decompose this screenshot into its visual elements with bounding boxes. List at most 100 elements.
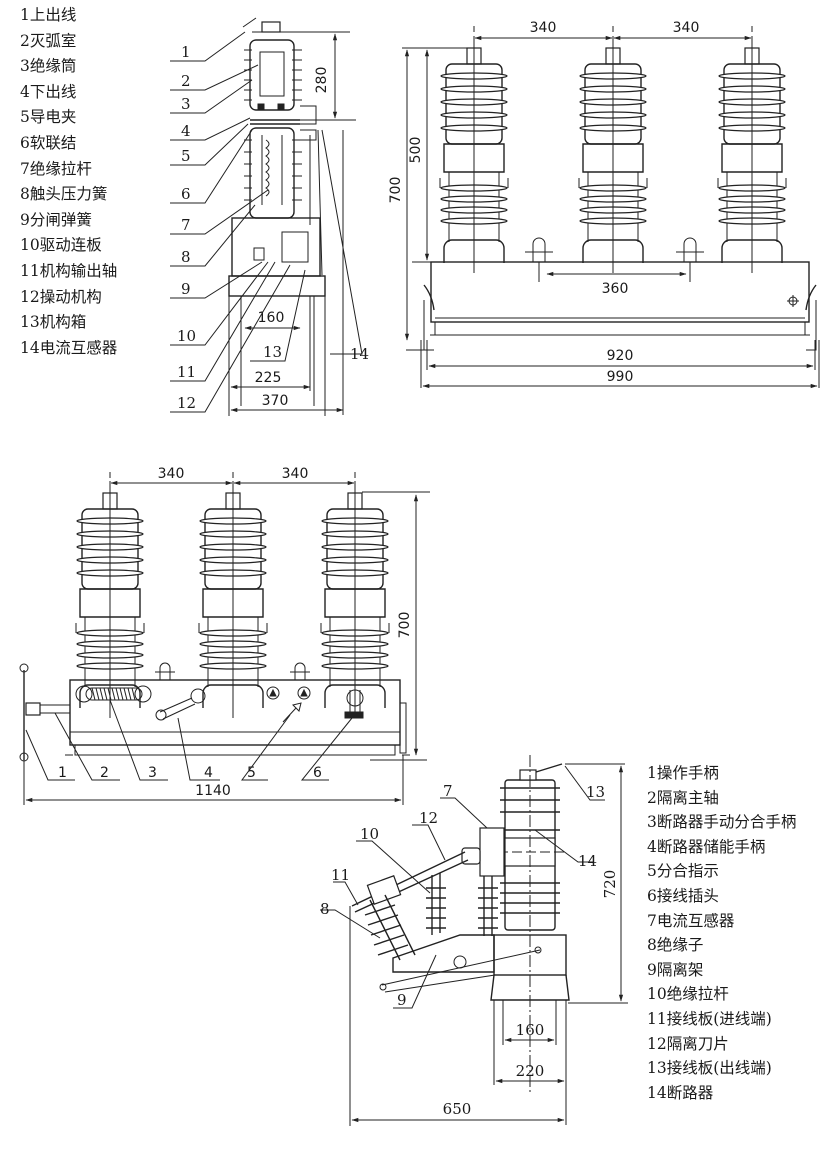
legend-item: 9隔离架: [647, 960, 704, 979]
pole: [75, 481, 145, 718]
current-transformer: [479, 827, 505, 877]
callout-4: 4: [181, 122, 191, 140]
callout-8: 8: [181, 248, 191, 266]
dim-700-top: 700: [388, 177, 404, 204]
callout-13: 13: [586, 783, 605, 801]
legend-item: 8绝缘子: [647, 936, 704, 955]
callout-1: 1: [58, 765, 67, 781]
lower-insulator: [249, 127, 295, 219]
isolator-side-view-drawing: 720 160 220 650 7 12 10 11 8 9 13 14: [320, 755, 628, 1126]
indicator-close: [297, 686, 311, 700]
legend-item: 6接线插头: [647, 886, 719, 905]
callout-2: 2: [181, 72, 191, 90]
legend-item: 5分合指示: [647, 862, 719, 881]
callout-11: 11: [177, 363, 196, 381]
dim-500: 500: [408, 137, 424, 164]
legend-item: 1上出线: [20, 6, 77, 24]
insulators: [364, 873, 498, 961]
callout-leaders: [320, 765, 605, 1009]
dim-1140: 1140: [195, 783, 231, 799]
legend-item: 5导电夹: [20, 108, 77, 127]
charging-handle: [159, 697, 196, 720]
indicator-open: [266, 686, 280, 700]
legend-item: 13接线板(出线端): [647, 1059, 772, 1078]
upper-insulator: [249, 39, 295, 111]
legend-item: 2隔离主轴: [647, 788, 719, 807]
callout-6: 6: [313, 765, 322, 781]
legend-item: 14断路器: [647, 1083, 714, 1102]
callout-leaders: [25, 699, 353, 781]
mechanism-box: [231, 217, 321, 277]
front-view-drawing: 340 340 500 700 360 920 990: [388, 20, 820, 389]
legend-item: 2灭弧室: [20, 31, 77, 50]
legend-item: 4下出线: [20, 82, 77, 101]
poles: [75, 481, 390, 718]
callout-9: 9: [181, 280, 191, 298]
callout-9: 9: [397, 991, 407, 1009]
mounting-studs: [525, 237, 704, 262]
dim-340-c: 340: [158, 466, 185, 482]
dim-650: 650: [443, 1100, 472, 1118]
dim-720: 720: [601, 870, 619, 899]
dim-340-a: 340: [530, 20, 557, 36]
legend-item: 3断路器手动分合手柄: [647, 813, 797, 832]
dim-160-iso: 160: [516, 1021, 545, 1039]
callout-12: 12: [419, 809, 438, 827]
upper-sheds: [244, 49, 302, 101]
isolator-frame: [392, 934, 495, 973]
dim-360: 360: [602, 281, 629, 297]
dim-990: 990: [607, 369, 634, 385]
legend-item: 6软联结: [20, 133, 77, 152]
callout-6: 6: [181, 185, 191, 203]
legend-item: 3绝缘筒: [20, 57, 77, 76]
callout-1: 1: [181, 43, 191, 61]
front-view-mechanism-drawing: 340 340 700 1140 1 2 3 4 5 6: [19, 466, 430, 805]
callout-8: 8: [320, 900, 330, 918]
legend-item: 10驱动连板: [20, 236, 102, 255]
indicator-arrow: [282, 702, 302, 723]
callout-10: 10: [360, 825, 379, 843]
lower-terminal: [250, 119, 300, 125]
callout-2: 2: [100, 765, 109, 781]
legend-isolator-view: 1操作手柄 2隔离主轴 3断路器手动分合手柄 4断路器储能手柄 5分合指示 6接…: [647, 761, 796, 1105]
legend-item: 13机构箱: [20, 313, 87, 332]
connector-plug: [346, 689, 364, 707]
dim-225: 225: [255, 370, 282, 386]
legend-item: 1操作手柄: [647, 764, 719, 782]
callout-7: 7: [181, 216, 191, 234]
poles: [439, 36, 787, 273]
callout-11: 11: [331, 866, 350, 884]
dim-220: 220: [516, 1062, 545, 1080]
callout-7: 7: [443, 782, 453, 800]
callout-4: 4: [204, 765, 213, 781]
conductive-clamp: [300, 105, 317, 141]
legend-item: 7电流互感器: [647, 911, 735, 930]
mechanism-housing: [430, 261, 810, 323]
pole: [578, 36, 648, 273]
legend-item: 11接线板(进线端): [647, 1009, 772, 1028]
callout-14: 14: [578, 852, 597, 870]
pole: [717, 36, 787, 273]
callout-14: 14: [350, 345, 369, 363]
dim-700-mid: 700: [397, 612, 413, 639]
terminal-nut: [261, 21, 281, 33]
interrupter-chamber: [259, 51, 285, 97]
legend-side-view: 1上出线 2灭弧室 3绝缘筒 4下出线 5导电夹 6软联结 7绝缘拉杆 8触头压…: [20, 3, 117, 361]
isolating-blade: [351, 851, 469, 913]
dim-160: 160: [258, 310, 285, 326]
callout-5: 5: [181, 147, 191, 165]
manual-open-close-handle: [85, 687, 143, 701]
legend-item: 11机构输出轴: [20, 261, 118, 280]
legend-item: 10绝缘拉杆: [647, 985, 729, 1004]
lower-sheds: [244, 139, 302, 201]
legend-item: 12操动机构: [20, 287, 102, 306]
dim-340-d: 340: [282, 466, 309, 482]
lifting-hooks: [423, 284, 817, 311]
callout-5: 5: [247, 765, 256, 781]
legend-item: 7绝缘拉杆: [20, 159, 92, 178]
callout-13: 13: [263, 343, 282, 361]
legend-item: 4断路器储能手柄: [647, 837, 766, 856]
dim-340-b: 340: [673, 20, 700, 36]
pole: [320, 481, 390, 718]
